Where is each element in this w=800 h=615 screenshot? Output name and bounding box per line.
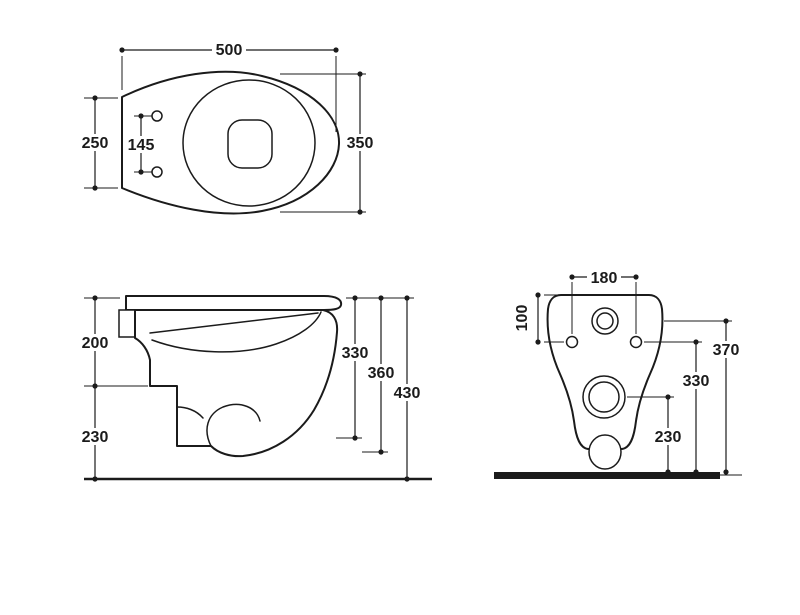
- top-view-drain-opening: [227, 119, 273, 169]
- label-bg: [679, 372, 713, 389]
- side-view-body-outline: [134, 309, 339, 458]
- front-view-fixing-hole-right: [629, 335, 643, 349]
- side-view-trap-inlet: [176, 406, 204, 419]
- front-view-outlet-inner: [588, 381, 620, 413]
- label-bg: [364, 364, 398, 381]
- label-bg: [513, 301, 530, 335]
- dim-dot: [92, 295, 98, 301]
- dim-label-180: 180: [591, 270, 618, 287]
- side-view-wall-bracket: [118, 309, 137, 338]
- dim-dot: [569, 274, 575, 280]
- side-view-trap-curve: [206, 403, 261, 447]
- dim-label-front-330: 330: [683, 373, 710, 390]
- dim-dot: [92, 95, 98, 101]
- dim-label-500: 500: [216, 42, 243, 59]
- dim-dot: [119, 47, 125, 53]
- dim-dot: [378, 449, 384, 455]
- dim-label-front-370: 370: [713, 342, 740, 359]
- dim-dot: [138, 113, 144, 119]
- top-view: 500 350 250 145: [78, 42, 377, 215]
- front-view-inlet-inner: [596, 312, 614, 330]
- top-view-fixing-hole-lower: [151, 166, 163, 178]
- dim-dot: [92, 383, 98, 389]
- label-bg: [587, 269, 621, 286]
- dim-dot: [333, 47, 339, 53]
- top-view-bowl-inner: [182, 79, 316, 207]
- front-view-drain-spigot: [588, 434, 622, 470]
- side-view: 200 230 330 360 430: [78, 295, 432, 482]
- dim-label-front-230: 230: [655, 429, 682, 446]
- dim-label-230: 230: [82, 429, 109, 446]
- front-view-floor-bar: [494, 472, 720, 479]
- label-bg: [651, 428, 685, 445]
- dim-dot: [352, 435, 358, 441]
- dim-dot: [665, 469, 671, 475]
- dim-dot: [693, 339, 699, 345]
- dim-label-side-330: 330: [342, 345, 369, 362]
- label-bg: [390, 384, 424, 401]
- side-view-seat: [125, 295, 343, 311]
- label-bg: [78, 334, 112, 351]
- label-bg: [124, 136, 158, 153]
- label-bg: [212, 42, 246, 59]
- dim-dot: [138, 169, 144, 175]
- dim-dot: [693, 469, 699, 475]
- front-view: 180 100 230 330 370: [494, 269, 743, 479]
- dim-label-100: 100: [514, 305, 531, 332]
- label-bg: [709, 341, 743, 358]
- dim-dot: [723, 469, 729, 475]
- dim-label-side-430: 430: [394, 385, 421, 402]
- front-view-inlet-outer: [591, 307, 619, 335]
- dim-dot: [665, 394, 671, 400]
- top-view-pan-outline: [121, 70, 341, 215]
- dim-label-145: 145: [128, 137, 155, 154]
- side-view-inner-rim: [151, 311, 322, 353]
- dim-dot: [633, 274, 639, 280]
- dim-dot: [404, 476, 410, 482]
- dim-dot: [357, 209, 363, 215]
- dim-label-200: 200: [82, 335, 109, 352]
- dim-dot: [92, 476, 98, 482]
- dim-dot: [535, 292, 541, 298]
- dim-dot: [92, 185, 98, 191]
- front-view-fixing-hole-left: [565, 335, 579, 349]
- label-bg: [78, 134, 112, 151]
- side-view-top-slope: [149, 312, 319, 334]
- dim-dot: [352, 295, 358, 301]
- dim-dot: [378, 295, 384, 301]
- dim-label-100-group: 100: [513, 301, 531, 335]
- top-view-fixing-hole-upper: [151, 110, 163, 122]
- front-view-outlet-outer: [582, 375, 626, 419]
- dim-label-350: 350: [347, 135, 374, 152]
- dim-dot: [404, 295, 410, 301]
- dim-dot: [723, 318, 729, 324]
- dim-dot: [535, 339, 541, 345]
- front-view-body-outline: [546, 294, 664, 450]
- label-bg: [78, 428, 112, 445]
- dim-label-250: 250: [82, 135, 109, 152]
- label-bg: [343, 134, 377, 151]
- dim-label-side-360: 360: [368, 365, 395, 382]
- label-bg: [338, 344, 372, 361]
- dim-dot: [357, 71, 363, 77]
